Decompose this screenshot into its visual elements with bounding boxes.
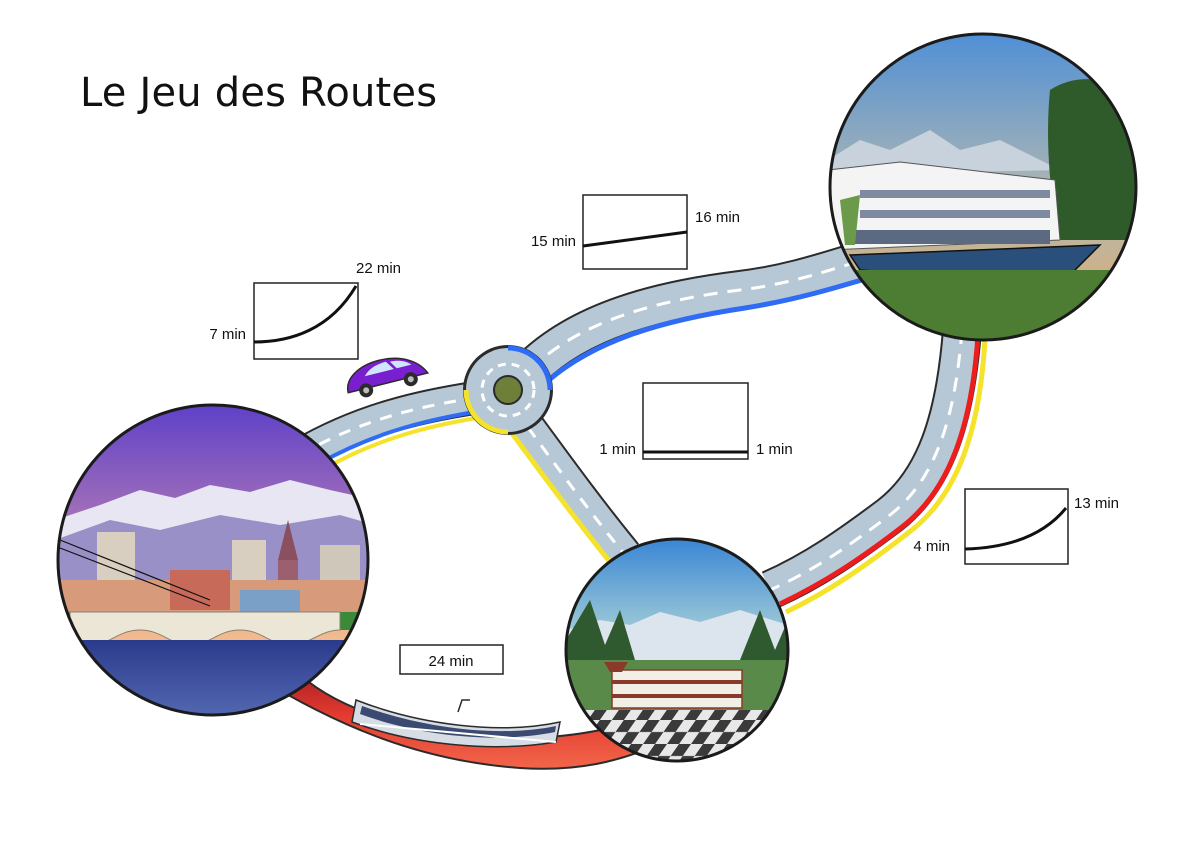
page-title: Le Jeu des Routes: [80, 70, 438, 116]
cost-box-tram: 24 min: [399, 644, 504, 675]
cost-box-campus-village: 4 min 13 min: [913, 488, 1119, 565]
tram-time-label: 24 min: [428, 653, 473, 670]
road-campus-village: [761, 328, 988, 615]
cost-curve-linear: [582, 230, 688, 248]
cost-box-city-roundabout: 7 min 22 min: [209, 260, 401, 360]
cost-box-roundabout-village: 1 min 1 min: [599, 382, 793, 460]
roundabout-icon: [463, 345, 553, 435]
cost-min-label: 15 min: [531, 233, 576, 250]
cost-max-label: 1 min: [756, 441, 793, 458]
cost-min-label: 1 min: [599, 441, 636, 458]
car-icon: [346, 357, 430, 398]
road-roundabout-campus: [515, 238, 876, 390]
campus-scene: [828, 32, 1138, 342]
cost-curve-convex: [964, 507, 1068, 551]
tram-icon: [351, 698, 561, 748]
cost-min-label: 4 min: [913, 538, 950, 555]
cost-max-label: 13 min: [1074, 495, 1119, 512]
cost-min-label: 7 min: [209, 326, 246, 343]
village-scene: [564, 537, 790, 763]
cost-max-label: 22 min: [356, 260, 401, 277]
city-scene: [56, 403, 370, 717]
cost-box-roundabout-campus: 15 min 16 min: [531, 194, 740, 270]
cost-curve-convex: [253, 285, 358, 344]
cost-max-label: 16 min: [695, 209, 740, 226]
